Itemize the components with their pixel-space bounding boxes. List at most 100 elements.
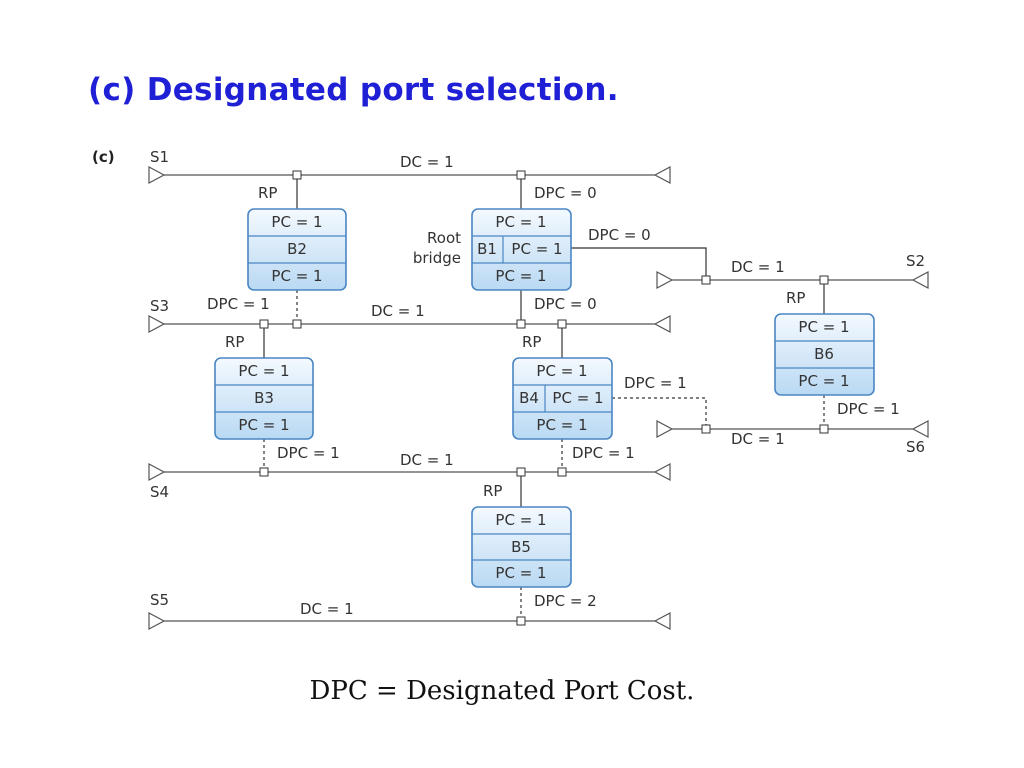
bridge-b3: PC = 1 B3 PC = 1 [214,357,314,440]
port-marker [557,319,567,329]
designated-port-cost-label: DPC = 0 [534,295,597,313]
port-cost-label: PC = 1 [798,318,849,336]
port-cost-label: PC = 1 [271,213,322,231]
segment-s6: S6 DC = 1 [656,420,929,456]
segment-end-left-arrow [653,315,671,333]
segment-end-right-arrow [148,166,166,184]
bridge-name: B1 [477,240,497,258]
bridge-b6: PC = 1 B6 PC = 1 [774,313,875,396]
port-marker [292,170,302,180]
port-cost-label: PC = 1 [495,267,546,285]
port-marker [259,319,269,329]
segment-s2: S2 DC = 1 [656,252,929,289]
segment-end-left-arrow [653,612,671,630]
port-marker [516,170,526,180]
port-cost-label: PC = 1 [511,240,562,258]
segment-s3: S3 DC = 1 [148,297,671,333]
bridge-b5: PC = 1 B5 PC = 1 [471,506,572,588]
designated-cost-label: DC = 1 [731,430,785,448]
port-labels: RP DPC = 0 DPC = 0 DPC = 0 DPC = 1 RP RP… [207,184,900,610]
bridge-box [774,313,875,396]
designated-port-cost-label: DPC = 2 [534,592,597,610]
b4-s6-blocked-link [612,397,707,429]
bridge-name: B4 [519,389,539,407]
bridge-b2: PC = 1 B2 PC = 1 [247,208,347,291]
port-cost-label: PC = 1 [271,267,322,285]
port-cost-label: PC = 1 [536,416,587,434]
segment-end-left-arrow [653,166,671,184]
segment-end-right-arrow [656,420,674,438]
port-cost-label: PC = 1 [536,362,587,380]
port-marker [701,424,711,434]
segment-s4: S4 DC = 1 [148,451,671,501]
root-port-label: RP [483,482,502,500]
port-cost-label: PC = 1 [552,389,603,407]
figure-label: (c) [92,148,115,166]
designated-port-cost-label: DPC = 1 [837,400,900,418]
bridge-box [512,357,613,440]
root-port-label: RP [522,333,541,351]
bridge-name: B2 [287,240,307,258]
segment-end-right-arrow [148,315,166,333]
bridge-b1: PC = 1 B1 PC = 1 PC = 1 Root bridge [413,208,572,291]
designated-cost-label: DC = 1 [300,600,354,618]
designated-port-cost-label: DPC = 0 [588,226,651,244]
segment-end-left-arrow [911,271,929,289]
segment-end-left-arrow [911,420,929,438]
connections [263,175,825,621]
b1-s2-link [571,247,707,280]
port-marker [819,424,829,434]
port-marker [819,275,829,285]
port-cost-label: PC = 1 [238,416,289,434]
port-marker [259,467,269,477]
designated-cost-label: DC = 1 [400,153,454,171]
slide-title: (c) Designated port selection. [88,72,619,108]
port-cost-label: PC = 1 [238,362,289,380]
designated-port-cost-label: DPC = 1 [624,374,687,392]
segment-label: S1 [150,148,169,166]
port-marker [516,616,526,626]
caption: DPC = Designated Port Cost. [309,676,695,706]
root-bridge-note: bridge [413,249,461,267]
bridge-b4: PC = 1 B4 PC = 1 PC = 1 [512,357,613,440]
bridge-name: B3 [254,389,274,407]
root-port-label: RP [225,333,244,351]
designated-port-cost-label: DPC = 0 [534,184,597,202]
segment-label: S3 [150,297,169,315]
designated-port-cost-label: DPC = 1 [207,295,270,313]
segment-end-right-arrow [148,612,166,630]
designated-cost-label: DC = 1 [731,258,785,276]
port-marker [516,319,526,329]
root-port-label: RP [786,289,805,307]
bridge-box [471,208,572,291]
segment-end-right-arrow [656,271,674,289]
port-cost-label: PC = 1 [495,213,546,231]
port-marker [701,275,711,285]
segment-label: S6 [906,438,925,456]
bridge-box [247,208,347,291]
port-marker [516,467,526,477]
port-markers [259,170,829,626]
bridge-box [471,506,572,588]
bridge-name: B5 [511,538,531,556]
port-marker [557,467,567,477]
root-bridge-note: Root [427,229,461,247]
segment-end-left-arrow [653,463,671,481]
segment-end-right-arrow [148,463,166,481]
designated-port-cost-label: DPC = 1 [572,444,635,462]
segment-s1: S1 DC = 1 [148,148,671,184]
designated-cost-label: DC = 1 [371,302,425,320]
bridge-name: B6 [814,345,834,363]
port-cost-label: PC = 1 [798,372,849,390]
port-cost-label: PC = 1 [495,564,546,582]
port-marker [292,319,302,329]
root-port-label: RP [258,184,277,202]
designated-port-cost-label: DPC = 1 [277,444,340,462]
segment-label: S4 [150,483,169,501]
designated-cost-label: DC = 1 [400,451,454,469]
segment-label: S2 [906,252,925,270]
port-cost-label: PC = 1 [495,511,546,529]
bridge-box [214,357,314,440]
segment-label: S5 [150,591,169,609]
